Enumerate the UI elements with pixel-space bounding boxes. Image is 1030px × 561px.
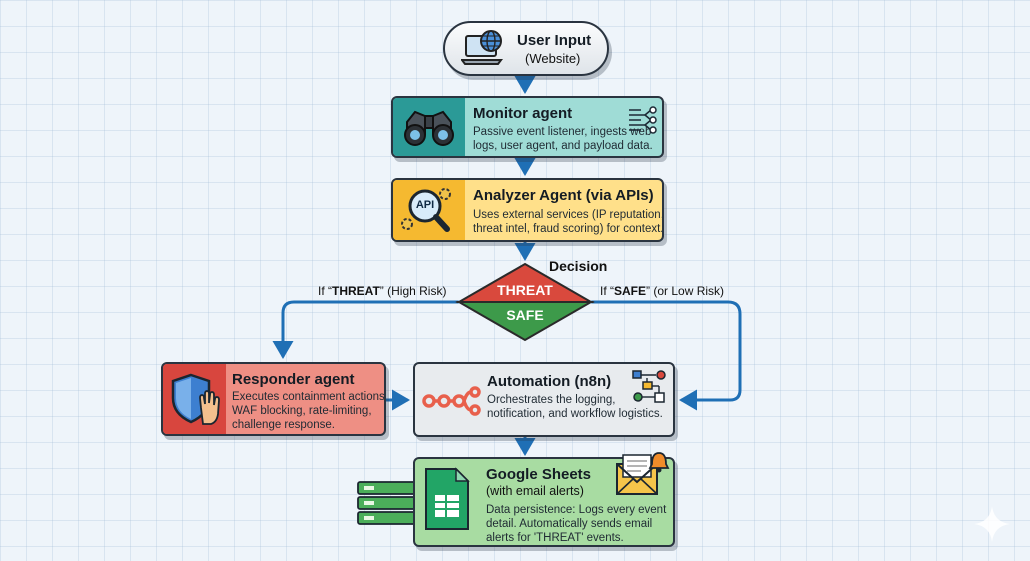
sheets-desc-line: detail. Automatically sends email xyxy=(486,518,653,530)
responder-desc-line: Executes containment actions: xyxy=(232,391,386,403)
automation-node: Automation (n8n) Orchestrates the loggin… xyxy=(413,362,675,437)
automation-desc-line: Orchestrates the logging, xyxy=(487,394,616,406)
sheets-subtitle: (with email alerts) xyxy=(486,484,584,498)
user-input-subtitle: (Website) xyxy=(525,51,581,66)
spreadsheet-icon xyxy=(425,467,470,530)
api-icon-label: API xyxy=(415,199,435,211)
analyzer-agent-node: API Analyzer Agent (via APIs) Uses exter… xyxy=(391,178,664,242)
automation-desc: Orchestrates the logging, notification, … xyxy=(487,393,663,421)
safe-branch-label: If “SAFE” (or Low Risk) xyxy=(600,284,724,298)
responder-agent-node: Responder agent Executes containment act… xyxy=(161,362,386,436)
binoculars-icon xyxy=(404,110,454,146)
server-stack-icon xyxy=(357,481,417,525)
decision-safe-label: SAFE xyxy=(506,307,544,323)
analyzer-title: Analyzer Agent (via APIs) xyxy=(473,187,654,204)
threat-branch-suffix: ” (High Risk) xyxy=(379,284,447,298)
analyzer-desc: Uses external services (IP reputation, t… xyxy=(473,208,664,236)
automation-title: Automation (n8n) xyxy=(487,373,612,390)
arrow-threat-responder xyxy=(272,300,460,359)
n8n-logo-icon xyxy=(422,386,481,416)
safe-branch-prefix: If “ xyxy=(600,284,614,298)
sheets-desc: Data persistence: Logs every event detai… xyxy=(486,503,666,545)
monitor-desc-line: Passive event listener, ingests web xyxy=(473,126,652,138)
decision-threat-label: THREAT xyxy=(497,282,553,298)
laptop-globe-icon xyxy=(461,30,503,65)
responder-title: Responder agent xyxy=(232,371,355,388)
user-input-title: User Input xyxy=(517,32,592,49)
shield-hand-icon xyxy=(171,373,220,425)
arrow-safe-automation xyxy=(590,300,742,411)
sheets-desc-line: Data persistence: Logs every event xyxy=(486,504,667,516)
workflow-icon xyxy=(632,370,666,403)
threat-branch-keyword: THREAT xyxy=(332,284,380,298)
analyzer-desc-line: Uses external services (IP reputation, xyxy=(473,209,664,221)
analyzer-desc-line: threat intel, fraud scoring) for context… xyxy=(473,223,664,235)
api-magnifier-icon xyxy=(401,188,451,232)
threat-branch-prefix: If “ xyxy=(318,284,332,298)
google-sheets-node: Google Sheets (with email alerts) Data p… xyxy=(413,457,675,547)
decision-label: Decision xyxy=(549,258,608,274)
monitor-desc: Passive event listener, ingests web logs… xyxy=(473,125,653,153)
safe-branch-suffix: ” (or Low Risk) xyxy=(646,284,725,298)
monitor-title: Monitor agent xyxy=(473,105,573,122)
sheets-title: Google Sheets xyxy=(486,466,592,483)
safe-branch-keyword: SAFE xyxy=(614,284,647,298)
decision-diamond xyxy=(455,262,595,342)
threat-branch-label: If “THREAT” (High Risk) xyxy=(318,284,446,298)
user-input-node: User Input (Website) xyxy=(443,21,609,76)
network-nodes-icon xyxy=(629,106,657,134)
responder-desc: Executes containment actions: WAF blocki… xyxy=(232,390,386,432)
automation-desc-line: notification, and workflow logistics. xyxy=(487,408,663,420)
responder-desc-line: WAF blocking, rate-limiting, xyxy=(232,405,372,417)
responder-desc-line: challenge response. xyxy=(232,419,335,431)
monitor-desc-line: logs, user agent, and payload data. xyxy=(473,140,653,152)
sheets-desc-line: alerts for 'THREAT' events. xyxy=(486,532,624,544)
sparkle-icon xyxy=(974,506,1010,542)
email-bell-icon xyxy=(616,452,670,495)
monitor-agent-node: Monitor agent Passive event listener, in… xyxy=(391,96,664,158)
